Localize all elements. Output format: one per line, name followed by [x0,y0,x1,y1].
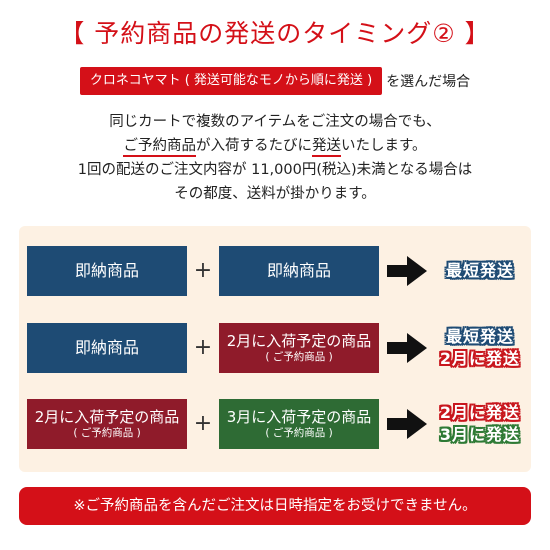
shipping-method-line: クロネコヤマト ( 発送可能なモノから順に発送 ) を選んだ場合 [0,66,550,96]
timing-row-3: 2月に入荷予定の商品 ( ご予約商品 ) + 3月に入荷予定の商品 ( ご予約商… [19,399,531,449]
description-line-2: ご予約商品が入荷するたびに発送いたします。 [0,134,550,158]
shipping-method-badge: クロネコヤマト ( 発送可能なモノから順に発送 ) [79,67,383,95]
item-box-label: 即納商品 [74,338,139,357]
item-box-label: 即納商品 [266,261,331,280]
item-box-preorder-feb: 2月に入荷予定の商品 ( ご予約商品 ) [27,399,187,449]
item-box-label: 3月に入荷予定の商品 [226,407,372,426]
description-paragraph: 同じカートで複数のアイテムをご注文の場合でも、 ご予約商品が入荷するたびに発送い… [0,110,550,206]
description-line-3: 1回の配送のご注文内容が 11,000円(税込)未満となる場合は [77,162,473,178]
timing-row-2: 即納商品 + 2月に入荷予定の商品 ( ご予約商品 ) 最短発送 2月に発送 [19,323,531,373]
right-arrow-icon [387,333,427,363]
item-box-sublabel: ( ご予約商品 ) [73,426,141,439]
right-arrow-icon [387,409,427,439]
notice-banner: ※ご予約商品を含んだご注文は日時指定をお受けできません。 [19,487,531,525]
item-box-label: 2月に入荷予定の商品 [34,407,180,426]
plus-sign: + [193,411,213,436]
result-earliest-shipping: 最短発送 [445,261,514,280]
description-line-4: その都度、送料が掛かります。 [174,186,376,202]
emphasis-preorder: ご予約商品 [123,138,196,157]
right-arrow-icon [387,256,427,286]
shipping-results: 最短発送 2月に発送 [429,323,531,373]
plus-sign: + [193,335,213,360]
description-line-2-a: が入荷するたびに [195,138,312,154]
item-box-sublabel: ( ご予約商品 ) [265,350,333,363]
result-mar-shipping: 3月に発送 [439,425,521,444]
result-feb-shipping: 2月に発送 [439,403,521,422]
item-box-preorder-feb: 2月に入荷予定の商品 ( ご予約商品 ) [219,323,379,373]
description-line-2-b: いたします。 [340,138,427,154]
item-box-label: 2月に入荷予定の商品 [226,331,372,350]
shipping-method-suffix: を選んだ場合 [386,74,471,90]
shipping-results: 最短発送 [429,246,531,296]
timing-row-1: 即納商品 + 即納商品 最短発送 [19,246,531,296]
page-title: 【 予約商品の発送のタイミング② 】 [59,19,491,48]
plus-sign: + [193,258,213,283]
result-earliest-shipping: 最短発送 [445,327,514,346]
description-line-1: 同じカートで複数のアイテムをご注文の場合でも、 [109,114,441,130]
item-box-instant: 即納商品 [219,246,379,296]
item-box-sublabel: ( ご予約商品 ) [265,426,333,439]
result-feb-shipping: 2月に発送 [439,349,521,368]
emphasis-ship: 発送 [311,138,341,157]
item-box-preorder-mar: 3月に入荷予定の商品 ( ご予約商品 ) [219,399,379,449]
shipping-timing-panel: 即納商品 + 即納商品 最短発送 即納商品 + 2月に入荷予定の商品 ( ご予約… [19,226,531,472]
item-box-label: 即納商品 [74,261,139,280]
shipping-results: 2月に発送 3月に発送 [429,399,531,449]
item-box-instant: 即納商品 [27,323,187,373]
item-box-instant: 即納商品 [27,246,187,296]
